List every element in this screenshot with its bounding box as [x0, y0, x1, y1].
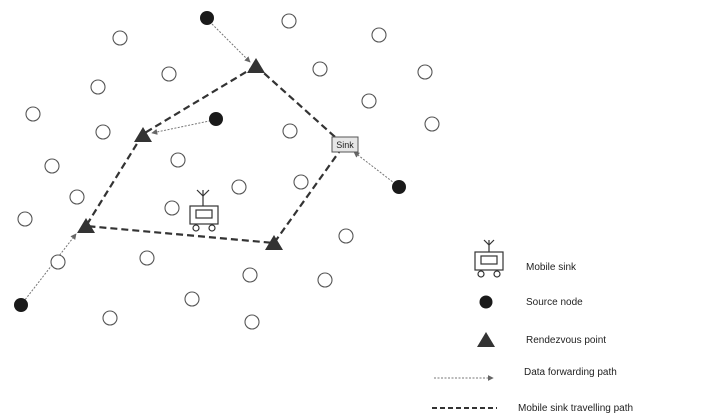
mobile-sink-vehicle — [189, 189, 219, 232]
legend-label-source-node: Source node — [526, 297, 583, 308]
legend: Mobile sink Source node Rendezvous point… — [432, 239, 633, 414]
sensor-node — [312, 61, 328, 77]
legend-mobile-sink-icon — [474, 239, 504, 278]
data-forwarding-paths — [20, 18, 399, 306]
source-nodes — [14, 11, 406, 312]
source-node — [209, 112, 223, 126]
sink: Sink — [331, 136, 359, 153]
sensor-node — [244, 314, 260, 330]
sensor-node — [44, 158, 60, 174]
forward-path-top — [206, 18, 251, 63]
vehicle-wheel — [192, 224, 200, 232]
forward-path-right — [353, 151, 399, 187]
sensor-node — [231, 179, 247, 195]
forward-path-bottom-left — [20, 233, 77, 306]
legend-source-node-icon — [479, 295, 493, 309]
sensor-node — [90, 79, 106, 95]
sensor-node — [112, 30, 128, 46]
legend-rendezvous-icon — [477, 332, 495, 347]
mobile-sink-travel-path — [84, 65, 346, 245]
sensor-node — [102, 310, 118, 326]
sensor-node — [69, 189, 85, 205]
sensor-node — [170, 152, 186, 168]
rendezvous-point — [265, 235, 283, 250]
rendezvous-point — [134, 127, 152, 142]
rendezvous-point — [77, 218, 95, 233]
sensor-node — [50, 254, 66, 270]
vehicle-window — [195, 209, 213, 219]
sensor-node — [371, 27, 387, 43]
sensor-node — [281, 13, 297, 29]
sensor-node — [161, 66, 177, 82]
legend-label-mobile-sink: Mobile sink — [526, 262, 577, 273]
legend-label-rendezvous-point: Rendezvous point — [526, 335, 606, 346]
sensor-node — [417, 64, 433, 80]
source-node — [392, 180, 406, 194]
sensor-node — [424, 116, 440, 132]
sensor-node — [317, 272, 333, 288]
sensor-node — [17, 211, 33, 227]
sensor-node — [361, 93, 377, 109]
sensor-node — [282, 123, 298, 139]
source-node — [200, 11, 214, 25]
sensor-node — [242, 267, 258, 283]
sensor-node — [25, 106, 41, 122]
rendezvous-points — [77, 58, 283, 250]
sensor-node — [293, 174, 309, 190]
sensor-node — [338, 228, 354, 244]
legend-label-data-forwarding-path: Data forwarding path — [524, 367, 617, 378]
legend-label-mobile-sink-travelling-path: Mobile sink travelling path — [518, 403, 633, 414]
source-node — [14, 298, 28, 312]
sensor-node — [184, 291, 200, 307]
sensor-node — [139, 250, 155, 266]
sensor-node — [95, 124, 111, 140]
forward-path-middle — [151, 119, 215, 135]
sink-label: Sink — [336, 140, 354, 150]
rendezvous-point — [247, 58, 265, 73]
vehicle-wheel — [208, 224, 216, 232]
sink-box — [331, 136, 359, 153]
sensor-node — [164, 200, 180, 216]
ordinary-nodes — [17, 13, 440, 330]
